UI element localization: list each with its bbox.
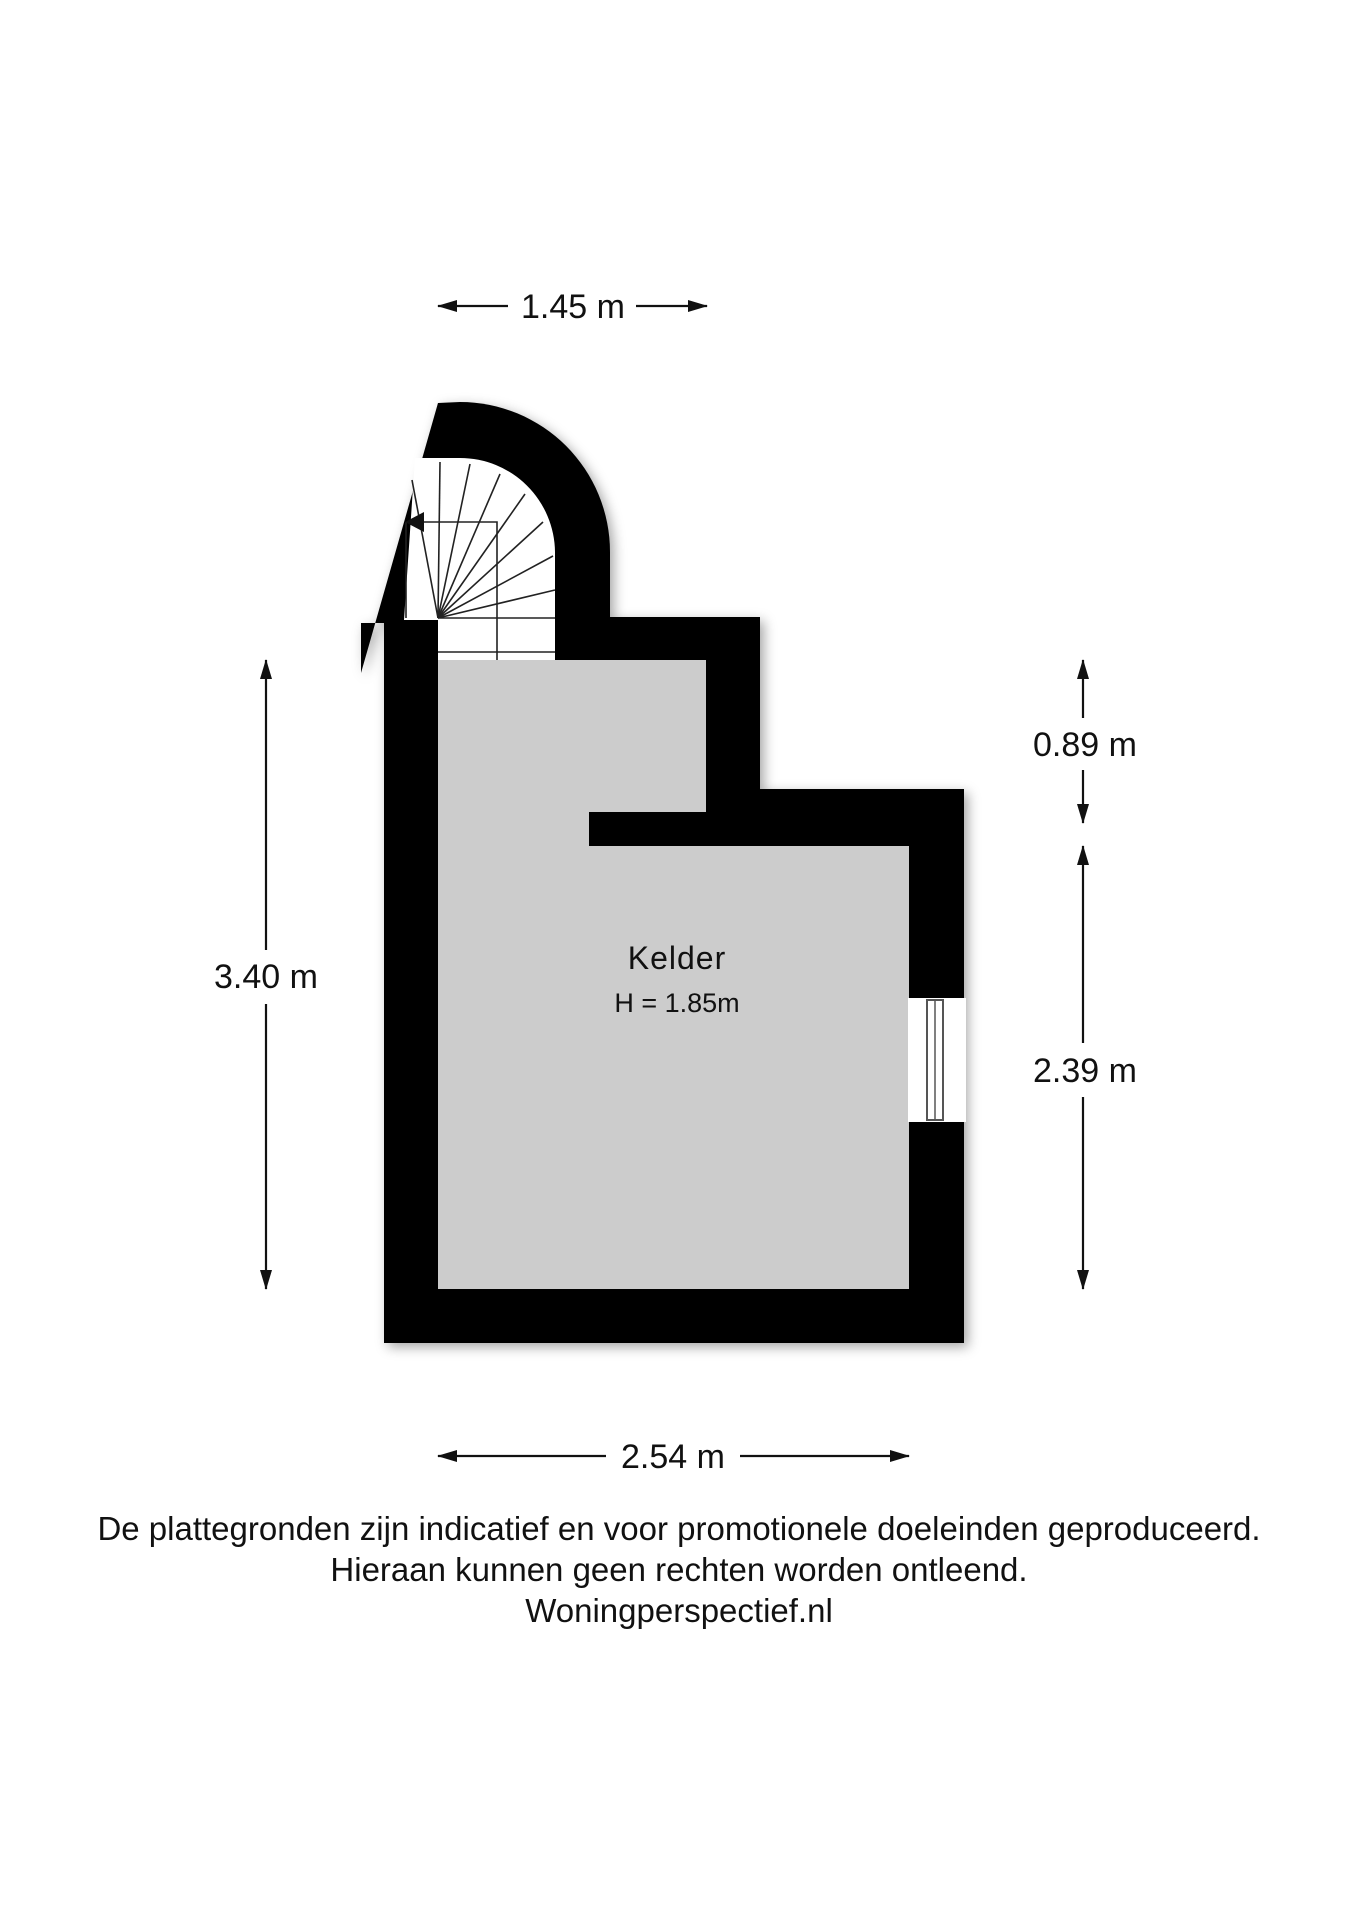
disclaimer-website: Woningperspectief.nl	[525, 1592, 833, 1629]
dim-top-label: 1.45 m	[521, 288, 625, 326]
room-height: H = 1.85m	[614, 988, 739, 1018]
dim-right-lower-label: 2.39 m	[1033, 1052, 1137, 1090]
room-name: Kelder	[628, 940, 727, 976]
dim-bottom-label: 2.54 m	[621, 1438, 725, 1476]
window	[908, 998, 966, 1122]
dim-right-upper-label: 0.89 m	[1033, 726, 1137, 764]
stair-direction-arrow	[405, 512, 424, 532]
dim-left-label: 3.40 m	[214, 958, 318, 996]
stair-treads	[405, 461, 556, 660]
disclaimer-line-2: Hieraan kunnen geen rechten worden ontle…	[330, 1551, 1028, 1588]
floor-kelder	[438, 660, 909, 1289]
disclaimer: De plattegronden zijn indicatief en voor…	[0, 1508, 1358, 1631]
disclaimer-line-1: De plattegronden zijn indicatief en voor…	[97, 1510, 1261, 1547]
